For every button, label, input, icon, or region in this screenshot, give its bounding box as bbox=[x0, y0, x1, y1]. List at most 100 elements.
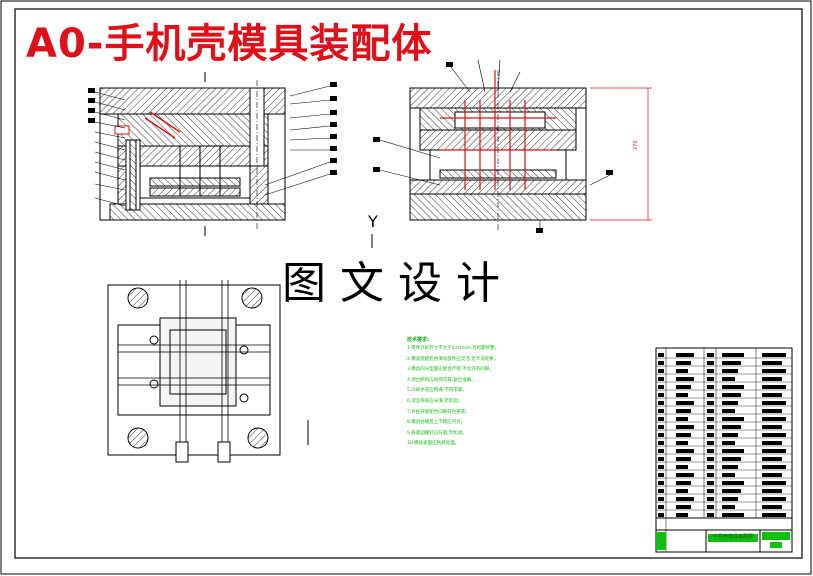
bom-cell-text bbox=[658, 513, 664, 517]
bom-cell-text bbox=[722, 505, 735, 509]
bom-cell-text bbox=[658, 457, 664, 461]
bom-cell-text bbox=[722, 497, 738, 501]
note-line: 9.各紧固螺钉应拧紧,无松动。 bbox=[407, 430, 467, 436]
title-block-drawing-name: 手机壳模具装配图 bbox=[712, 534, 753, 540]
bom-cell-text bbox=[762, 457, 782, 461]
bom-cell-text bbox=[762, 393, 782, 397]
bom-cell-text bbox=[762, 433, 786, 437]
note-line: 10.模具表面应防锈处理。 bbox=[407, 441, 460, 447]
bom-cell-text bbox=[658, 473, 664, 477]
bom-cell-text bbox=[762, 425, 782, 429]
technical-notes: 技术要求: 1.零件外形尺寸不大于0.01mm,否则需修整。 2.模具装配后各滑… bbox=[407, 336, 643, 450]
bom-cell-text bbox=[658, 417, 664, 421]
bom-cell-text bbox=[722, 449, 744, 453]
bom-cell-text bbox=[658, 481, 664, 485]
title-block bbox=[655, 347, 793, 553]
bom-cell-text bbox=[722, 425, 741, 429]
bom-cell-text bbox=[658, 433, 664, 437]
bom-cell-text bbox=[658, 465, 664, 469]
bom-cell-text bbox=[658, 377, 664, 381]
bom-cell-text bbox=[762, 481, 786, 485]
watermark-text: 图文设计 bbox=[282, 258, 514, 309]
bom-cell-text bbox=[707, 433, 714, 437]
note-line: 4.顶出机构应动作可靠,复位准确。 bbox=[407, 377, 476, 383]
bom-cell-text bbox=[707, 489, 714, 493]
bom-cell-text bbox=[722, 489, 741, 493]
bom-cell-text bbox=[707, 473, 714, 477]
front-section-view bbox=[88, 72, 337, 236]
bom-cell-text bbox=[762, 489, 782, 493]
bom-cell-text bbox=[707, 417, 714, 421]
bom-cell-text bbox=[762, 369, 786, 373]
bom-cell-text bbox=[722, 353, 744, 357]
bom-cell-text bbox=[676, 385, 691, 389]
note-line: 7.导柱导套配合间隙符合要求。 bbox=[407, 409, 470, 415]
bom-cell-text bbox=[722, 481, 744, 485]
bom-cell-text bbox=[722, 393, 741, 397]
bom-cell-text bbox=[676, 505, 691, 509]
bom-cell-text bbox=[676, 409, 691, 413]
bom-cell-text bbox=[722, 513, 744, 517]
bom-cell-text bbox=[722, 409, 735, 413]
bom-cell-text bbox=[722, 473, 735, 477]
notes-heading: 技术要求: bbox=[407, 337, 429, 343]
bom-cell-text bbox=[707, 513, 714, 517]
bom-cell-text bbox=[658, 393, 664, 397]
bom-cell-text bbox=[762, 449, 786, 453]
bom-cell-text bbox=[762, 417, 786, 421]
bom-cell-text bbox=[707, 465, 714, 469]
bom-cell-text bbox=[658, 361, 664, 365]
view-marker: Y bbox=[368, 212, 378, 231]
dimension-label: 270 bbox=[633, 140, 639, 150]
bom-cell-text bbox=[762, 353, 786, 357]
bom-cell-text bbox=[707, 449, 714, 453]
bom-cell-text bbox=[707, 401, 714, 405]
bom-cell-text bbox=[676, 401, 694, 405]
bom-cell-text bbox=[762, 409, 782, 413]
bom-cell-text bbox=[676, 489, 688, 493]
bom-cell-text bbox=[722, 377, 735, 381]
bom-cell-text bbox=[707, 369, 714, 373]
bom-cell-text bbox=[762, 361, 782, 365]
bom-cell-text bbox=[707, 505, 714, 509]
note-line: 5.冷却水道应畅通,不得渗漏。 bbox=[407, 388, 467, 394]
bom-cell-text bbox=[676, 353, 694, 357]
drawing-title: A0-手机壳模具装配体 bbox=[26, 21, 433, 67]
bom-cell-text bbox=[762, 473, 782, 477]
bom-cell-text bbox=[676, 417, 688, 421]
bom-cell-text bbox=[707, 361, 714, 365]
bom-cell-text bbox=[658, 441, 664, 445]
bom-cell-text bbox=[676, 497, 694, 501]
bom-cell-text bbox=[676, 377, 694, 381]
note-line: 3.模具的分型面应配合严密,不允许有间隙。 bbox=[407, 367, 494, 373]
bom-cell-text bbox=[658, 489, 664, 493]
bom-cell-text bbox=[722, 369, 738, 373]
side-section-view bbox=[373, 59, 652, 233]
note-line: 2.模具装配后各滑动部件应灵活,无卡滞现象。 bbox=[407, 356, 499, 362]
bom-cell-text bbox=[658, 505, 664, 509]
bom-cell-text bbox=[658, 425, 664, 429]
bom-cell-text bbox=[658, 409, 664, 413]
bom-cell-text bbox=[722, 433, 738, 437]
bom-cell-text bbox=[762, 401, 786, 405]
bom-cell-text bbox=[762, 505, 782, 509]
bom-cell-text bbox=[676, 425, 694, 429]
bom-cell-text bbox=[707, 409, 714, 413]
bom-cell-text bbox=[658, 369, 664, 373]
bom-cell-text bbox=[762, 497, 786, 501]
bom-cell-text bbox=[722, 441, 735, 445]
bom-cell-text bbox=[658, 401, 664, 405]
bom-cell-text bbox=[676, 481, 691, 485]
note-line: 1.零件外形尺寸不大于0.01mm,否则需修整。 bbox=[407, 346, 500, 351]
bom-cell-text bbox=[676, 465, 688, 469]
bom-cell-text bbox=[722, 401, 738, 405]
bom-cell-text bbox=[722, 385, 744, 389]
bom-cell-text bbox=[676, 441, 688, 445]
bom-cell-text bbox=[762, 441, 782, 445]
bom-cell-text bbox=[722, 457, 741, 461]
bom-cell-text bbox=[762, 377, 782, 381]
bom-cell-text bbox=[658, 449, 664, 453]
